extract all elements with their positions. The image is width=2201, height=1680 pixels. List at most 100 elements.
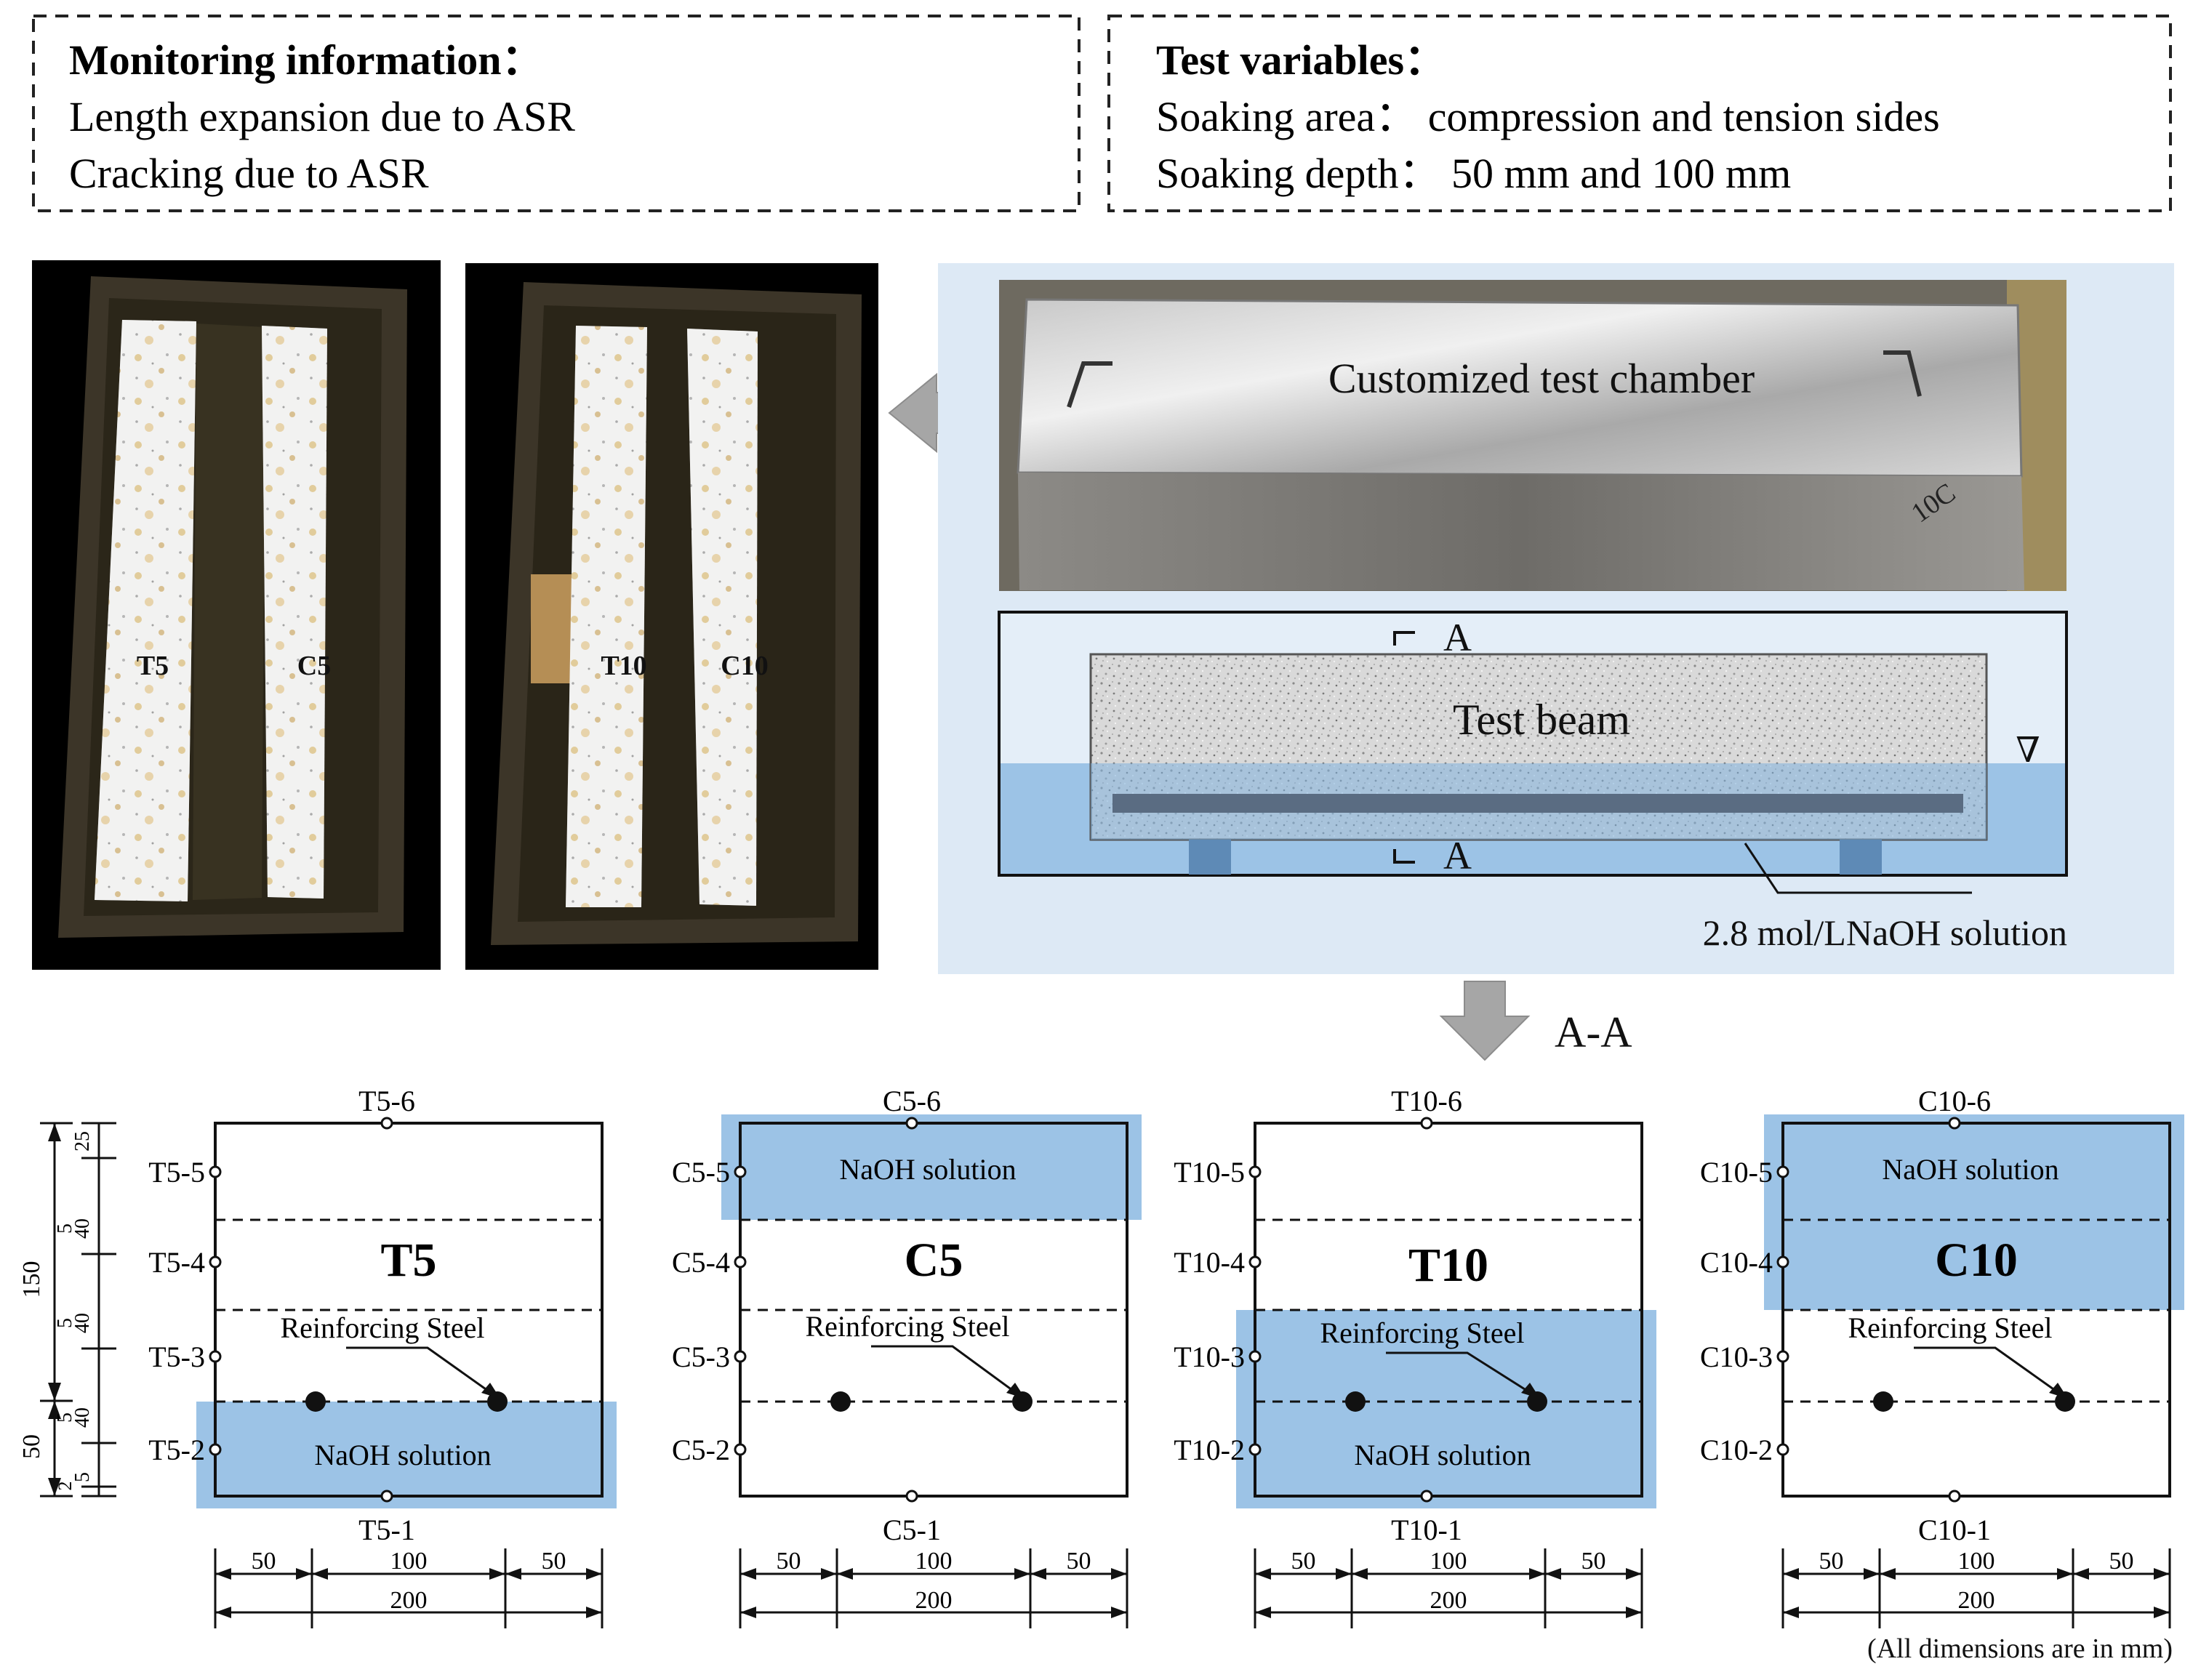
section-name-t10: T10 — [1408, 1239, 1488, 1292]
naoh-soak-zone-c10 — [1764, 1114, 2184, 1310]
rebar-right-c10 — [2055, 1391, 2075, 1412]
section-aa-title: A-A — [1555, 1008, 1632, 1056]
label-side-c5-4: C5-2 — [672, 1434, 730, 1466]
dim-width-t5-3: 50 — [542, 1548, 566, 1575]
label-side-c5-3: C5-3 — [672, 1341, 730, 1373]
dim-width-c5-3: 50 — [1067, 1548, 1091, 1575]
dim-total-t5: 200 — [390, 1587, 428, 1614]
monitor-point-side — [734, 1443, 747, 1456]
variables-title: Test variables — [1156, 36, 1404, 84]
label-side-t5-1: T5-5 — [148, 1156, 205, 1189]
label-side-t10-4: T10-2 — [1174, 1434, 1245, 1466]
dim-width-c5-1: 50 — [777, 1548, 801, 1575]
steel-label-t5: Reinforcing Steel — [280, 1311, 484, 1344]
label-side-t10-2: T10-4 — [1174, 1246, 1245, 1279]
dim-total-c5: 200 — [915, 1587, 953, 1614]
section-name-t5: T5 — [380, 1234, 436, 1287]
monitor-point-bottom — [1948, 1490, 1961, 1503]
monitoring-item-1: Length expansion due to ASR — [69, 93, 575, 140]
monitor-point-side — [209, 1350, 222, 1363]
solution-label-c5: NaOH solution — [839, 1153, 1016, 1186]
label-side-t5-4: T5-2 — [148, 1434, 205, 1466]
label-side-c5-2: C5-4 — [672, 1246, 730, 1279]
dim-50: 50 — [18, 1434, 45, 1459]
monitor-point-top — [905, 1117, 918, 1130]
soaking-depth-label: Soaking depth — [1156, 150, 1398, 197]
dim-5b: 5 — [54, 1318, 76, 1328]
photo-t10-c10: T10 C10 — [465, 263, 878, 970]
label-top-t10: T10-6 — [1391, 1085, 1462, 1117]
rebar-left-t5 — [305, 1391, 326, 1412]
test-beam-label: Test beam — [1453, 696, 1630, 744]
solution-label-c10: NaOH solution — [1882, 1153, 2058, 1186]
naoh-solution-label: 2.8 mol/LNaOH solution — [1703, 912, 2067, 953]
water-level-icon: ∇ — [2016, 731, 2040, 770]
dim-width-t5-2: 100 — [390, 1548, 428, 1575]
solution-label-t10: NaOH solution — [1354, 1439, 1531, 1471]
rebar-right-c5 — [1012, 1391, 1033, 1412]
label-top-c5: C5-6 — [883, 1085, 941, 1117]
chamber-schematic: Test beam A A ∇ 2.8 mol/LNaOH solution — [998, 611, 2068, 953]
monitor-point-side — [1776, 1165, 1789, 1178]
monitor-point-side — [209, 1165, 222, 1178]
dim-40c: 40 — [71, 1407, 94, 1428]
photo-label-t10: T10 — [601, 651, 646, 681]
dim-25: 25 — [71, 1131, 94, 1152]
monitor-point-bottom — [380, 1490, 393, 1503]
dim-width-t10-3: 50 — [1581, 1548, 1606, 1575]
dim-width-t10-2: 100 — [1430, 1548, 1467, 1575]
label-side-t5-3: T5-3 — [148, 1341, 205, 1373]
monitor-point-side — [734, 1350, 747, 1363]
monitor-point-side — [734, 1165, 747, 1178]
label-bottom-t5: T5-1 — [358, 1514, 415, 1546]
naoh-soak-zone-t10 — [1236, 1310, 1656, 1508]
monitor-point-side — [1248, 1165, 1262, 1178]
dim-2: 2 — [55, 1482, 76, 1491]
monitoring-info-box: Monitoring information： Length expansion… — [32, 15, 1081, 212]
rebar-left-c5 — [830, 1391, 851, 1412]
chamber-panel: Customized test chamber 10C Test beam A … — [938, 263, 2174, 974]
solution-label-t5: NaOH solution — [314, 1439, 491, 1471]
label-side-c5-1: C5-5 — [672, 1156, 730, 1189]
monitor-point-side — [209, 1255, 222, 1269]
monitor-point-bottom — [905, 1490, 918, 1503]
label-side-t10-1: T10-5 — [1174, 1156, 1245, 1189]
label-side-t10-3: T10-3 — [1174, 1341, 1245, 1373]
dim-5a: 5 — [54, 1223, 76, 1234]
section-mark-top: A — [1443, 616, 1472, 659]
photo-label-t5: T5 — [137, 651, 169, 681]
section-name-c5: C5 — [905, 1234, 963, 1287]
soaking-depth-value: 50 mm and 100 mm — [1451, 150, 1791, 197]
label-side-c10-1: C10-5 — [1700, 1156, 1773, 1189]
photo-t5-c5: T5 C5 — [32, 260, 441, 970]
steel-label-c10: Reinforcing Steel — [1848, 1311, 2052, 1344]
dim-width-c10-3: 50 — [2109, 1548, 2134, 1575]
rebar-left-c10 — [1873, 1391, 1893, 1412]
section-mark-bottom: A — [1443, 834, 1472, 877]
naoh-soak-zone-c5 — [721, 1114, 1142, 1220]
photo-label-c10: C10 — [721, 651, 768, 681]
rebar-right-t10 — [1527, 1391, 1547, 1412]
dim-total-c10: 200 — [1958, 1587, 1995, 1614]
section-name-c10: C10 — [1935, 1234, 2018, 1287]
test-variables-box: Test variables： Soaking area： compressio… — [1107, 15, 2172, 212]
rebar-left-t10 — [1345, 1391, 1366, 1412]
svg-text:Soaking area： compression and: Soaking area： compression and tension si… — [1156, 93, 1940, 140]
monitor-point-top — [1948, 1117, 1961, 1130]
svg-text:Soaking depth： 50 mm and 100: Soaking depth： 50 mm and 100 mm — [1156, 150, 1791, 197]
dim-5d: 5 — [71, 1472, 94, 1482]
dim-150: 150 — [18, 1261, 45, 1298]
label-side-c10-4: C10-2 — [1700, 1434, 1773, 1466]
label-side-c10-2: C10-4 — [1700, 1246, 1773, 1279]
label-bottom-c10: C10-1 — [1918, 1514, 1991, 1546]
label-top-c10: C10-6 — [1918, 1085, 1991, 1117]
dim-40b: 40 — [71, 1313, 94, 1333]
label-top-t5: T5-6 — [358, 1085, 415, 1117]
monitor-point-side — [1776, 1443, 1789, 1456]
arrow-down-icon — [1439, 981, 1531, 1061]
dim-width-c10-2: 100 — [1958, 1548, 1995, 1575]
